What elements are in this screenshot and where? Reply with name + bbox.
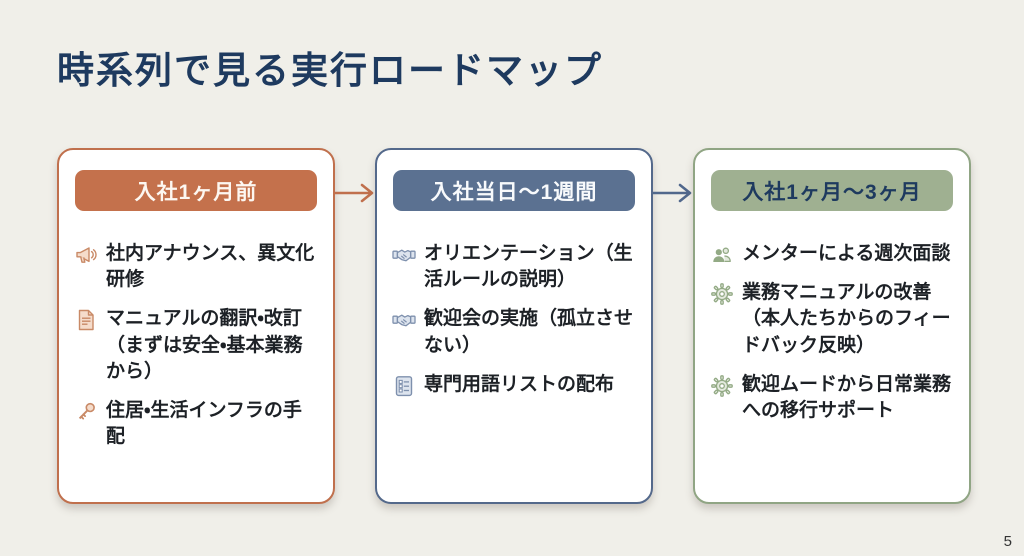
list-item: 専門用語リストの配布 xyxy=(392,372,636,398)
page-title: 時系列で見る実行ロードマップ xyxy=(57,50,603,91)
item-text: メンターによる週次面談 xyxy=(742,243,951,264)
item-text: 社内アナウンス、異文化研修 xyxy=(106,243,315,291)
list-item: メンターによる週次面談 xyxy=(710,241,954,267)
card-header-pre-joining: 入社1ヶ月前 xyxy=(75,170,317,211)
item-text: 業務マニュアルの改善（本人たちからのフィードバック反映） xyxy=(742,282,951,356)
item-text: マニュアルの翻訳・改訂（まずは安全・基本業務から） xyxy=(106,308,303,382)
checklist-icon xyxy=(392,374,416,398)
list-item: 業務マニュアルの改善（本人たちからのフィードバック反映） xyxy=(710,280,954,359)
gear-icon xyxy=(710,282,734,306)
card-header-first-week: 入社当日〜1週間 xyxy=(393,170,635,211)
key-icon xyxy=(74,400,98,424)
roadmap-timeline: 入社1ヶ月前 社内アナウンス、異文化研修 xyxy=(57,148,971,504)
card-item-list: 社内アナウンス、異文化研修 マニュアルの翻訳・改訂（まずは安全・基本業務から） xyxy=(72,241,320,451)
list-item: 歓迎ムードから日常業務への移行サポート xyxy=(710,372,954,424)
list-item: マニュアルの翻訳・改訂（まずは安全・基本業務から） xyxy=(74,306,318,385)
arrow-stage2-to-stage3 xyxy=(653,148,693,504)
gear-icon xyxy=(710,374,734,398)
item-text: 専門用語リストの配布 xyxy=(424,373,615,395)
document-icon xyxy=(74,308,98,332)
item-text: 歓迎ムードから日常業務への移行サポート xyxy=(742,373,952,422)
list-item: 社内アナウンス、異文化研修 xyxy=(74,241,318,293)
list-item: オリエンテーション（生活ルールの説明） xyxy=(392,241,636,293)
card-header-first-months: 入社1ヶ月〜3ヶ月 xyxy=(711,170,953,211)
card-pre-joining: 入社1ヶ月前 社内アナウンス、異文化研修 xyxy=(57,148,335,504)
megaphone-icon xyxy=(74,243,98,267)
list-item: 歓迎会の実施（孤立させない） xyxy=(392,306,636,358)
handshake-icon xyxy=(392,243,416,267)
handshake-icon xyxy=(392,308,416,332)
card-first-week: 入社当日〜1週間 オリエンテーション（生活ルールの説明） xyxy=(375,148,653,504)
item-text: オリエンテーション（生活ルールの説明） xyxy=(424,243,633,291)
page-number: 5 xyxy=(1003,533,1012,550)
list-item: 住居・生活インフラの手配 xyxy=(74,398,318,450)
item-text: 住居・生活インフラの手配 xyxy=(106,400,302,448)
item-text: 歓迎会の実施（孤立させない） xyxy=(424,308,634,356)
arrow-stage1-to-stage2 xyxy=(335,148,375,504)
users-icon xyxy=(710,243,734,267)
card-item-list: オリエンテーション（生活ルールの説明） 歓迎会の実施（孤立させない） xyxy=(390,241,638,398)
card-first-months: 入社1ヶ月〜3ヶ月 メンターによる週次面談 xyxy=(693,148,971,504)
card-item-list: メンターによる週次面談 xyxy=(708,241,956,424)
